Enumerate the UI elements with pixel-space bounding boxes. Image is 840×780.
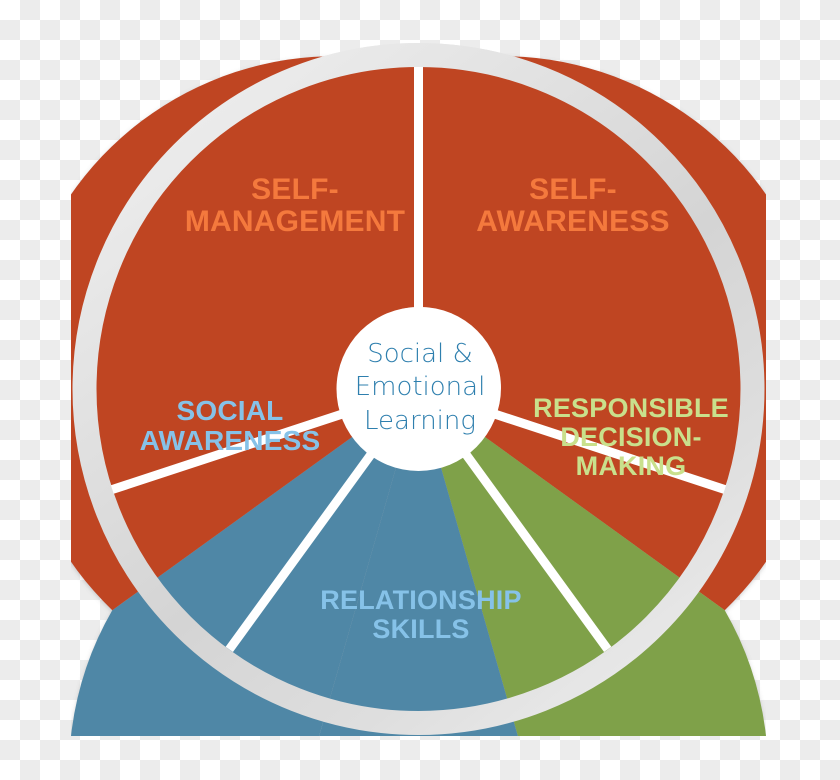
segment-responsible-decision-making[interactable] (418, 389, 767, 736)
center-line-2: Emotional (354, 372, 486, 403)
segment-social-awareness[interactable] (71, 389, 419, 736)
center-line-3: Learning (364, 405, 476, 436)
segment-relationship-skills[interactable] (229, 389, 607, 736)
center-line-1: Social & (367, 338, 473, 369)
center-core-label: Social & Emotional Learning (339, 307, 501, 469)
ring-inner-edge (72, 43, 765, 735)
